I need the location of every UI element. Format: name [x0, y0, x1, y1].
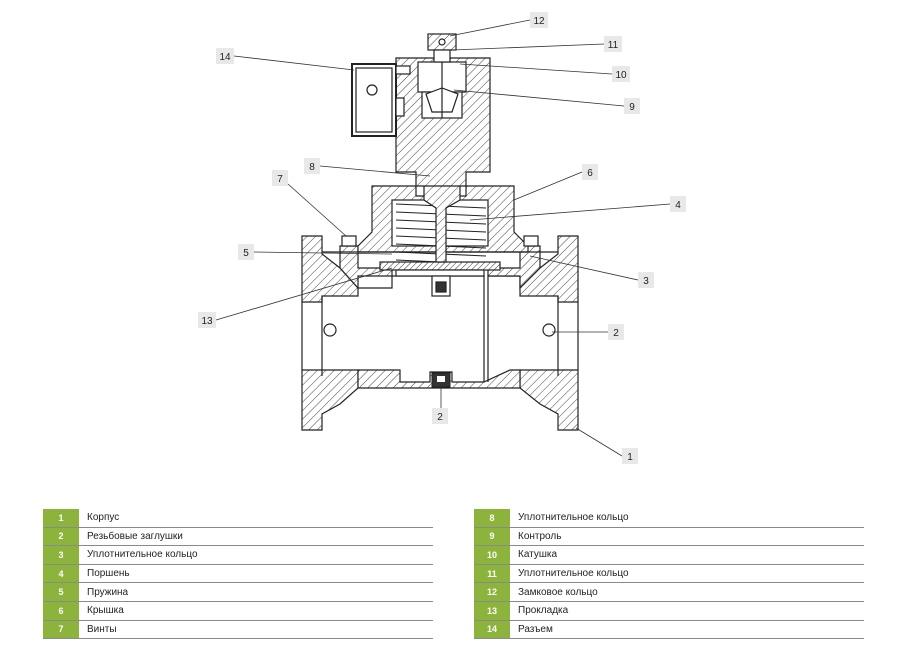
plug-left [323, 323, 337, 337]
callout-label-2-bottom: 2 [437, 412, 443, 423]
legend-number: 12 [474, 583, 510, 601]
legend-row: 4 Поршень [43, 564, 433, 584]
legend-row: 5 Пружина [43, 583, 433, 602]
legend-number: 5 [43, 583, 79, 601]
legend-row: 9 Контроль [474, 527, 864, 547]
legend-label: Разъем [518, 623, 553, 635]
callout-4: 4 [469, 196, 686, 221]
callout-label-3: 3 [643, 276, 649, 287]
callout-12: 12 [449, 12, 548, 37]
callout-label-7: 7 [277, 174, 283, 185]
legend-label: Катушка [518, 549, 558, 561]
coil [395, 57, 491, 187]
legend-row: 10 Катушка [474, 546, 864, 565]
callout-13: 13 [198, 267, 393, 328]
callout-label-11: 11 [608, 40, 619, 51]
callout-label-12: 12 [533, 16, 545, 27]
callout-2-bottom: 2 [432, 384, 448, 424]
legend-number: 2 [43, 527, 79, 546]
legend-number: 7 [43, 620, 79, 639]
callout-label-2-right: 2 [613, 328, 619, 339]
callout-6: 6 [513, 164, 598, 201]
callout-7: 7 [272, 170, 347, 237]
legend-number: 8 [474, 509, 510, 527]
callout-label-1: 1 [627, 452, 633, 463]
legend-label: Уплотнительное кольцо [518, 512, 629, 524]
legend-row: 14 Разъем [474, 620, 864, 640]
legend-number: 11 [474, 564, 510, 583]
connector [351, 63, 411, 137]
callout-label-13: 13 [201, 316, 213, 327]
legend-label: Крышка [87, 605, 124, 617]
callout-label-6: 6 [587, 168, 593, 179]
legend-row: 6 Крышка [43, 601, 433, 621]
plug-right [542, 323, 556, 337]
legend-label: Замковое кольцо [518, 586, 598, 598]
legend-number: 10 [474, 546, 510, 564]
legend-label: Прокладка [518, 605, 569, 617]
legend-number: 1 [43, 509, 79, 527]
callout-9: 9 [453, 89, 640, 114]
legend-label: Уплотнительное кольцо [87, 549, 198, 561]
legend-label: Поршень [87, 568, 130, 580]
legend-label: Пружина [87, 586, 129, 598]
callout-2-right: 2 [552, 324, 624, 340]
callout-label-10: 10 [615, 70, 627, 81]
callout-label-9: 9 [629, 102, 635, 113]
legend-number: 9 [474, 527, 510, 546]
screw-left [341, 235, 357, 247]
piston [379, 261, 501, 297]
legend-row: 1 Корпус [43, 509, 433, 528]
legend-number: 3 [43, 546, 79, 564]
callout-1: 1 [575, 427, 638, 464]
callout-label-14: 14 [219, 52, 231, 63]
legend-number: 14 [474, 620, 510, 639]
legend-row: 2 Резьбовые заглушки [43, 527, 433, 547]
valve-cross-section-diagram: 1 2 2 3 4 5 6 7 8 9 [198, 12, 686, 464]
legend-row: 11 Уплотнительное кольцо [474, 564, 864, 584]
callout-label-4: 4 [675, 200, 681, 211]
top-nut [427, 33, 457, 88]
legend-label: Винты [87, 623, 117, 635]
legend-row: 13 Прокладка [474, 601, 864, 621]
legend-row: 8 Уплотнительное кольцо [474, 509, 864, 528]
legend-row: 3 Уплотнительное кольцо [43, 546, 433, 565]
legend-label: Контроль [518, 530, 562, 542]
callout-11: 11 [451, 36, 622, 52]
legend-row: 12 Замковое кольцо [474, 583, 864, 602]
legend-row: 7 Винты [43, 620, 433, 640]
callout-8: 8 [304, 158, 431, 177]
legend-label: Корпус [87, 512, 120, 524]
callout-14: 14 [216, 48, 355, 71]
callout-10: 10 [459, 63, 630, 82]
legend-left: 1 Корпус 2 Резьбовые заглушки 3 Уплотнитель… [43, 509, 433, 640]
valve-body [301, 235, 579, 431]
legend-number: 13 [474, 601, 510, 620]
callout-3: 3 [529, 255, 654, 288]
legend-number: 4 [43, 564, 79, 583]
callout-5: 5 [238, 244, 393, 260]
legend-label: Уплотнительное кольцо [518, 568, 629, 580]
legend-number: 6 [43, 601, 79, 620]
screw-right [523, 235, 539, 247]
callout-label-8: 8 [309, 162, 315, 173]
legend-label: Резьбовые заглушки [87, 530, 183, 542]
callout-label-5: 5 [243, 248, 249, 259]
